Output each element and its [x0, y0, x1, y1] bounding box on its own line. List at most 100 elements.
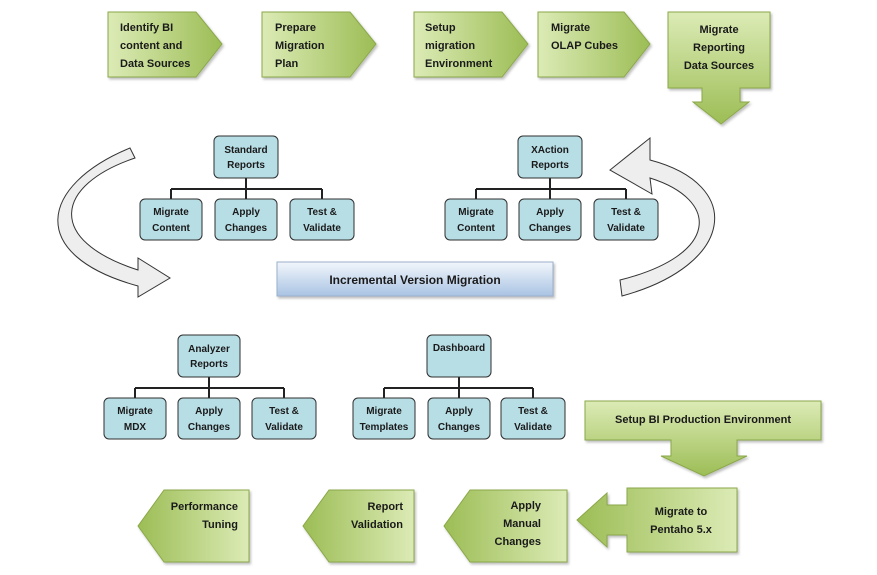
bottom-step-apply-manual: Apply Manual Changes: [443, 489, 568, 563]
top-step-migrate-reporting: Migrate Reporting Data Sources: [667, 11, 771, 125]
top-step-line: Setup: [425, 22, 456, 34]
tree-xaction-reports: XAction Reports Migrate Content Apply Ch…: [444, 135, 659, 241]
step-setup-production-environment: Setup BI Production Environment: [584, 400, 822, 477]
top-step-line: OLAP Cubes: [551, 40, 618, 52]
bottom-step-line: Tuning: [202, 519, 238, 531]
tree-dashboard: Dashboard Migrate Templates Apply Change…: [352, 334, 566, 440]
production-step-shape: [584, 400, 822, 477]
bottom-step-line: Manual: [503, 518, 541, 530]
bottom-step-performance-tuning: Performance Tuning: [137, 489, 250, 563]
top-step-line: content and: [120, 40, 182, 52]
tree-child-line: Apply: [195, 406, 223, 417]
tree-child-box: [593, 198, 659, 241]
tree-root-box: [177, 334, 241, 378]
top-step-line: Migrate: [699, 24, 738, 36]
tree-child-line: Migrate: [366, 406, 402, 417]
tree-child-line: Validate: [607, 223, 645, 234]
tree-child-box: [139, 198, 203, 241]
curved-arrow-left-icon: [57, 147, 171, 298]
tree-child-line: Migrate: [458, 207, 494, 218]
tree-root-box: [213, 135, 279, 179]
top-step-line: Prepare: [275, 22, 316, 34]
tree-child-line: Apply: [445, 406, 473, 417]
top-step-migrate-olap: Migrate OLAP Cubes: [537, 11, 651, 78]
tree-child-box: [177, 397, 241, 440]
top-step-setup-environment: Setup migration Environment: [413, 11, 529, 78]
bottom-step-line: Apply: [510, 500, 541, 512]
tree-child-box: [352, 397, 416, 440]
bottom-step-migrate-pentaho: Migrate to Pentaho 5.x: [576, 487, 738, 553]
tree-root-line: Reports: [190, 359, 228, 370]
top-step-shape: [107, 11, 223, 78]
tree-root-line: Analyzer: [188, 344, 230, 355]
tree-child-box: [214, 198, 278, 241]
top-step-line: Data Sources: [120, 58, 190, 70]
tree-child-line: Validate: [265, 422, 303, 433]
top-step-line: Migrate: [551, 22, 590, 34]
top-step-line: Environment: [425, 58, 493, 70]
tree-child-line: Changes: [188, 422, 231, 433]
tree-root-line: Standard: [224, 145, 267, 156]
center-banner-box: [276, 261, 554, 297]
top-step-identify-bi: Identify BI content and Data Sources: [107, 11, 223, 78]
bottom-step-shape: [443, 489, 568, 563]
bottom-step-line: Migrate to: [655, 506, 708, 518]
curved-arrow-right-icon: [609, 136, 716, 297]
tree-child-line: Apply: [536, 207, 564, 218]
bottom-step-line: Changes: [495, 536, 541, 548]
tree-root-box: [517, 135, 583, 179]
tree-child-line: Validate: [303, 223, 341, 234]
tree-child-line: Test &: [269, 406, 299, 417]
bottom-step-shape: [576, 487, 738, 553]
tree-child-line: Test &: [518, 406, 548, 417]
tree-child-line: Test &: [611, 207, 641, 218]
bottom-step-shape: [137, 489, 250, 563]
tree-root-line: Reports: [531, 160, 569, 171]
top-step-shape: [667, 11, 771, 125]
tree-root-box: [426, 334, 492, 378]
tree-child-line: Validate: [514, 422, 552, 433]
tree-root-line: Reports: [227, 160, 265, 171]
tree-child-line: Migrate: [117, 406, 153, 417]
tree-child-line: Changes: [225, 223, 268, 234]
tree-child-box: [518, 198, 582, 241]
top-step-shape: [537, 11, 651, 78]
bottom-step-line: Pentaho 5.x: [650, 524, 713, 536]
tree-child-box: [103, 397, 167, 440]
tree-standard-reports: Standard Reports Migrate Content Apply C…: [139, 135, 355, 241]
tree-child-line: Changes: [438, 422, 481, 433]
bottom-step-shape: [302, 489, 415, 563]
top-step-prepare-plan: Prepare Migration Plan: [261, 11, 377, 78]
bottom-step-line: Report: [368, 501, 404, 513]
incremental-version-migration-banner: Incremental Version Migration: [276, 261, 554, 297]
tree-child-line: Content: [152, 223, 190, 234]
production-step-label: Setup BI Production Environment: [615, 414, 791, 426]
tree-child-box: [427, 397, 491, 440]
bottom-step-line: Performance: [171, 501, 238, 513]
tree-child-box: [444, 198, 508, 241]
top-step-line: Identify BI: [120, 22, 173, 34]
center-banner-label: Incremental Version Migration: [329, 273, 500, 287]
bottom-step-report-validation: Report Validation: [302, 489, 415, 563]
tree-child-box: [500, 397, 566, 440]
tree-analyzer-reports: Analyzer Reports Migrate MDX Apply Chang…: [103, 334, 317, 440]
tree-child-line: Templates: [360, 422, 409, 433]
top-step-shape: [261, 11, 377, 78]
top-step-line: Plan: [275, 58, 299, 70]
top-step-line: Reporting: [693, 42, 745, 54]
top-step-shape: [413, 11, 529, 78]
tree-root-line: Dashboard: [433, 343, 485, 354]
tree-child-box: [289, 198, 355, 241]
tree-child-box: [251, 397, 317, 440]
top-step-line: migration: [425, 40, 475, 52]
tree-child-line: Test &: [307, 207, 337, 218]
tree-root-line: XAction: [531, 145, 569, 156]
tree-child-line: MDX: [124, 422, 147, 433]
tree-child-line: Changes: [529, 223, 572, 234]
tree-child-line: Apply: [232, 207, 260, 218]
top-step-line: Migration: [275, 40, 325, 52]
tree-child-line: Content: [457, 223, 495, 234]
bottom-step-line: Validation: [351, 519, 403, 531]
